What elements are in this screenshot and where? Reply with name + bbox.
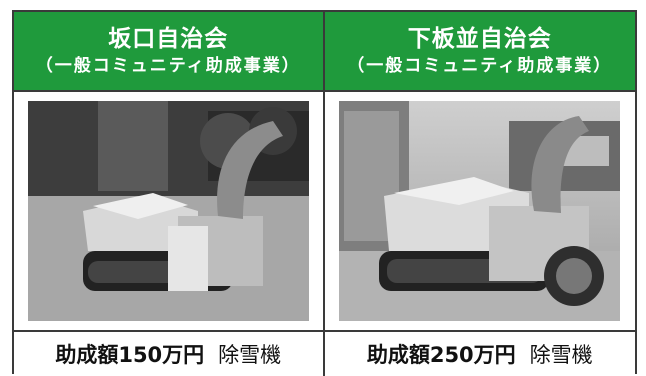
left-caption: 助成額150万円 除雪機	[14, 332, 325, 376]
left-subtitle: （一般コミュニティ助成事業）	[35, 56, 301, 76]
right-title: 下板並自治会	[407, 26, 552, 52]
right-photo-cell	[324, 92, 635, 332]
left-item: 除雪機	[218, 343, 282, 367]
left-title: 坂口自治会	[108, 26, 229, 52]
right-amount: 助成額250万円	[366, 343, 516, 367]
left-photo-cell	[14, 92, 325, 332]
left-amount: 助成額150万円	[55, 343, 205, 367]
snowblower-photo-left	[27, 101, 309, 321]
right-item: 除雪機	[529, 343, 593, 367]
left-header: 坂口自治会 （一般コミュニティ助成事業）	[14, 12, 325, 92]
comparison-table: 坂口自治会 （一般コミュニティ助成事業） 下板並自治会 （一般コミュニティ助成事…	[12, 10, 637, 376]
right-caption: 助成額250万円 除雪機	[325, 332, 636, 376]
snowblower-photo-right	[339, 101, 621, 321]
right-subtitle: （一般コミュニティ助成事業）	[347, 56, 613, 76]
right-header: 下板並自治会 （一般コミュニティ助成事業）	[324, 12, 635, 92]
